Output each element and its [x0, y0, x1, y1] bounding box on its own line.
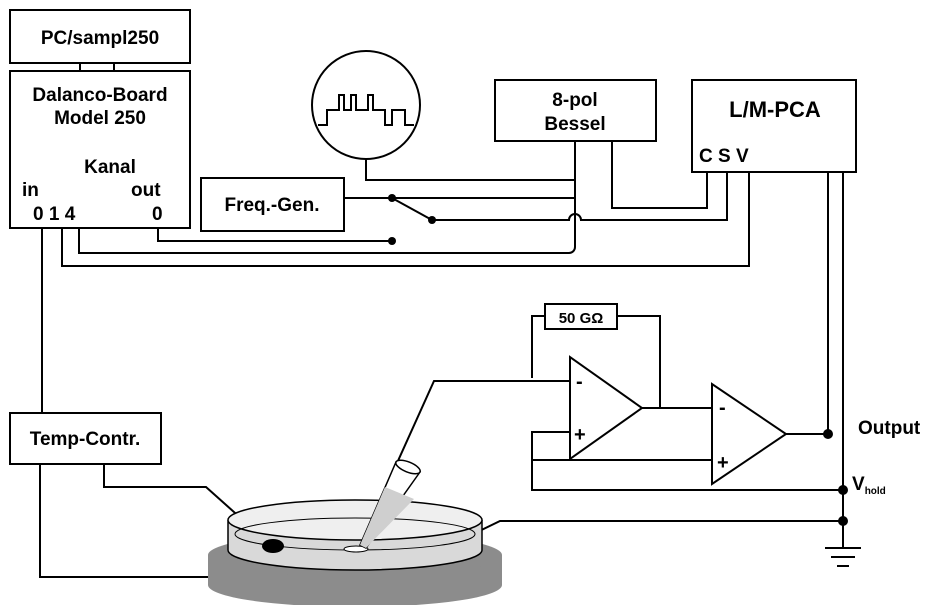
cell [343, 545, 369, 553]
petri-dish [208, 499, 502, 605]
wire-feedback-right [617, 315, 661, 408]
junction-switch-common [428, 216, 436, 224]
wire-pca-c-to-bessel [611, 141, 708, 209]
board-title-line-2: Model 250 [54, 108, 146, 129]
freq-gen-label: Freq.-Gen. [224, 195, 319, 216]
resistor-label: 50 GΩ [559, 310, 604, 327]
opamp1-plus: + [574, 424, 586, 446]
wire-board-in1-to-pca-v [61, 172, 750, 267]
board-kanal-label: Kanal [84, 157, 136, 178]
output-label: Output [858, 418, 921, 439]
opamp2-minus: - [719, 397, 726, 419]
bessel-label-2: Bessel [544, 114, 605, 135]
pca-amplifier-box: L/M-PCA C S V [691, 79, 857, 173]
junction-switch-lower [388, 237, 396, 245]
patch-pipette [359, 459, 422, 549]
bessel-label-1: 8-pol [552, 90, 597, 111]
pc-label: PC/sampl250 [41, 28, 159, 49]
pc-box: PC/sampl250 [9, 9, 191, 64]
board-in-label: in [22, 180, 39, 201]
dalanco-board-box: Dalanco-Board Model 250 Kanal in out 0 1… [9, 70, 191, 229]
board-in-channels: 0 1 4 [33, 204, 76, 225]
junction-switch-upper [388, 194, 396, 202]
opamp-headstage: - + [569, 355, 644, 461]
temp-contr-label: Temp-Contr. [30, 429, 140, 450]
temperature-controller-box: Temp-Contr. [9, 412, 162, 465]
feedback-resistor: 50 GΩ [544, 303, 618, 330]
switch-lever [391, 197, 433, 221]
wire-board-out-to-switch [157, 228, 392, 242]
opamp1-minus: - [576, 371, 583, 393]
wire-scope-to-bessel [365, 159, 575, 181]
pc-board-connector [79, 62, 115, 72]
wire-temp-to-heater [39, 464, 212, 578]
board-out-label: out [131, 180, 161, 201]
wire-board-in4-to-bessel [78, 198, 576, 254]
board-title-line-1: Dalanco-Board [32, 85, 167, 106]
oscilloscope-display [311, 50, 421, 160]
temperature-sensor [262, 539, 284, 553]
ground-symbol [825, 547, 861, 567]
single-channel-trace [318, 94, 414, 126]
frequency-generator-box: Freq.-Gen. [200, 177, 345, 232]
opamp-difference: - + [711, 382, 788, 486]
pca-label: L/M-PCA [729, 97, 821, 122]
vhold-label: Vhold [852, 474, 886, 497]
junction-ground [838, 516, 848, 526]
wire-feedback-left [531, 315, 545, 378]
board-out-channel: 0 [152, 204, 163, 225]
pca-port-labels: C S V [699, 146, 749, 167]
junction-output [823, 429, 833, 439]
opamp2-plus: + [717, 452, 729, 474]
bessel-filter-box: 8-pol Bessel [494, 79, 657, 142]
junction-vhold [838, 485, 848, 495]
